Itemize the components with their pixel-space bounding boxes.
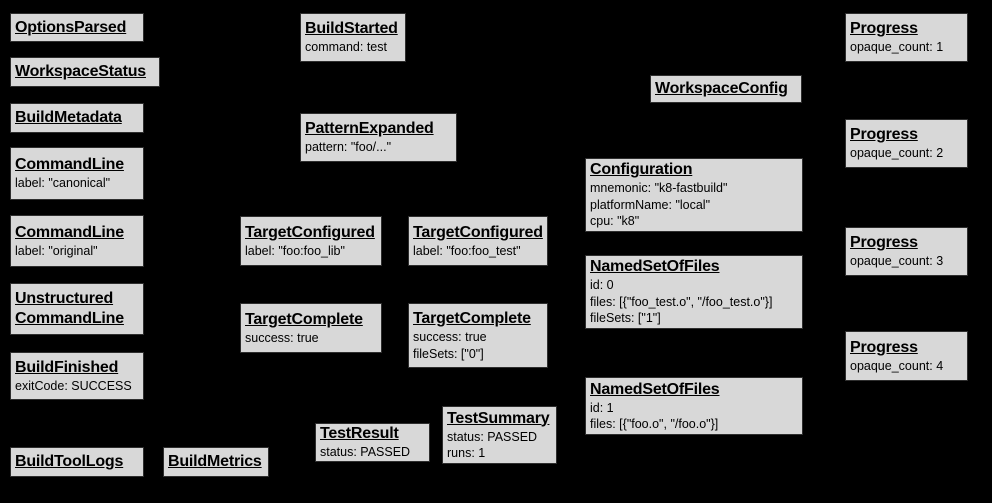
event-box-target-configured-foo-lib: TargetConfigured label: "foo:foo_lib" — [240, 216, 382, 266]
event-box-target-complete-foo-lib: TargetComplete success: true — [240, 303, 382, 353]
event-title: Progress — [850, 126, 918, 144]
event-field: cpu: "k8" — [590, 214, 640, 229]
event-box-test-summary: TestSummary status: PASSED runs: 1 — [442, 406, 557, 464]
event-title: TestSummary — [447, 409, 550, 427]
event-field: command: test — [305, 40, 387, 55]
event-field: id: 0 — [590, 278, 614, 293]
event-box-command-line-original: CommandLine label: "original" — [10, 215, 144, 267]
event-box-build-tool-logs: BuildToolLogs — [10, 447, 144, 477]
event-box-test-result: TestResult status: PASSED — [315, 423, 430, 462]
event-box-workspace-status: WorkspaceStatus — [10, 57, 160, 87]
event-field: success: true — [413, 330, 487, 344]
event-title: PatternExpanded — [305, 120, 434, 138]
event-box-named-set-of-files-1: NamedSetOfFiles id: 1 files: [{"foo.o", "/… — [585, 377, 803, 435]
event-field: platformName: "local" — [590, 197, 711, 212]
event-field: opaque_count: 1 — [850, 40, 944, 55]
event-box-build-metadata: BuildMetadata — [10, 103, 144, 133]
event-title: TargetConfigured — [413, 223, 543, 241]
event-title: Progress — [850, 338, 918, 356]
event-box-progress-4: Progress opaque_count: 4 — [845, 331, 968, 381]
event-box-unstructured-command-line: Unstructured CommandLine — [10, 283, 144, 335]
event-title: Progress — [850, 20, 918, 38]
event-box-pattern-expanded: PatternExpanded pattern: "foo/..." — [300, 113, 457, 162]
event-field: opaque_count: 4 — [850, 358, 944, 373]
event-title: TestResult — [320, 425, 399, 443]
event-title: NamedSetOfFiles — [590, 380, 720, 398]
event-field: status: PASSED — [320, 445, 411, 460]
event-title: NamedSetOfFiles — [590, 258, 720, 276]
event-title: BuildMetadata — [15, 109, 122, 126]
event-field: label: "foo:foo_lib" — [245, 243, 345, 258]
event-field: opaque_count: 3 — [850, 254, 944, 269]
event-field: files: [{"foo.o", "/foo.o"}] — [590, 417, 719, 431]
event-field: exitCode: SUCCESS — [15, 378, 132, 393]
event-title: CommandLine — [15, 223, 124, 241]
event-title: BuildFinished — [15, 358, 119, 376]
event-title: CommandLine — [15, 156, 124, 174]
event-box-build-finished: BuildFinished exitCode: SUCCESS — [10, 352, 144, 400]
event-title: WorkspaceConfig — [655, 80, 788, 97]
event-field: files: [{"foo_test.o", "/foo_test.o"}] — [590, 294, 773, 309]
event-title: BuildMetrics — [168, 453, 262, 470]
event-field: mnemonic: "k8-fastbuild" — [590, 181, 728, 196]
event-field: fileSets: ["0"] — [413, 346, 484, 361]
event-field: success: true — [245, 330, 319, 345]
event-box-progress-1: Progress opaque_count: 1 — [845, 13, 968, 62]
event-box-configuration: Configuration mnemonic: "k8-fastbuild"pla… — [585, 158, 803, 232]
event-box-target-complete-foo-test: TargetComplete success: true fileSets: ["0… — [408, 303, 548, 368]
event-box-build-metrics: BuildMetrics — [163, 447, 269, 477]
event-field: label: "canonical" — [15, 176, 111, 191]
event-box-workspace-config: WorkspaceConfig — [650, 75, 802, 103]
event-field: fileSets: ["1"] — [590, 311, 661, 326]
event-box-command-line-canonical: CommandLine label: "canonical" — [10, 147, 144, 200]
event-title: Configuration — [590, 161, 693, 179]
event-title: WorkspaceStatus — [15, 63, 146, 80]
event-field: label: "foo:foo_test" — [413, 243, 521, 258]
event-box-progress-3: Progress opaque_count: 3 — [845, 227, 968, 276]
event-title: TargetComplete — [245, 310, 363, 328]
event-title: OptionsParsed — [15, 18, 127, 36]
event-field: label: "original" — [15, 243, 98, 258]
event-box-progress-2: Progress opaque_count: 2 — [845, 119, 968, 168]
event-title: TargetConfigured — [245, 223, 375, 241]
event-field: status: PASSED — [447, 429, 538, 444]
event-title: TargetComplete — [413, 310, 531, 327]
event-title: Progress — [850, 234, 918, 252]
event-box-build-started: BuildStarted command: test — [300, 13, 406, 62]
event-field: runs: 1 — [447, 446, 486, 460]
event-title: Unstructured CommandLine — [15, 290, 124, 327]
event-box-options-parsed: OptionsParsed — [10, 13, 144, 42]
event-field: pattern: "foo/..." — [305, 140, 392, 155]
event-title: BuildStarted — [305, 20, 398, 38]
event-field: id: 1 — [590, 400, 614, 415]
event-field: opaque_count: 2 — [850, 146, 944, 161]
event-box-target-configured-foo-test: TargetConfigured label: "foo:foo_test" — [408, 216, 548, 266]
event-title: BuildToolLogs — [15, 453, 124, 470]
